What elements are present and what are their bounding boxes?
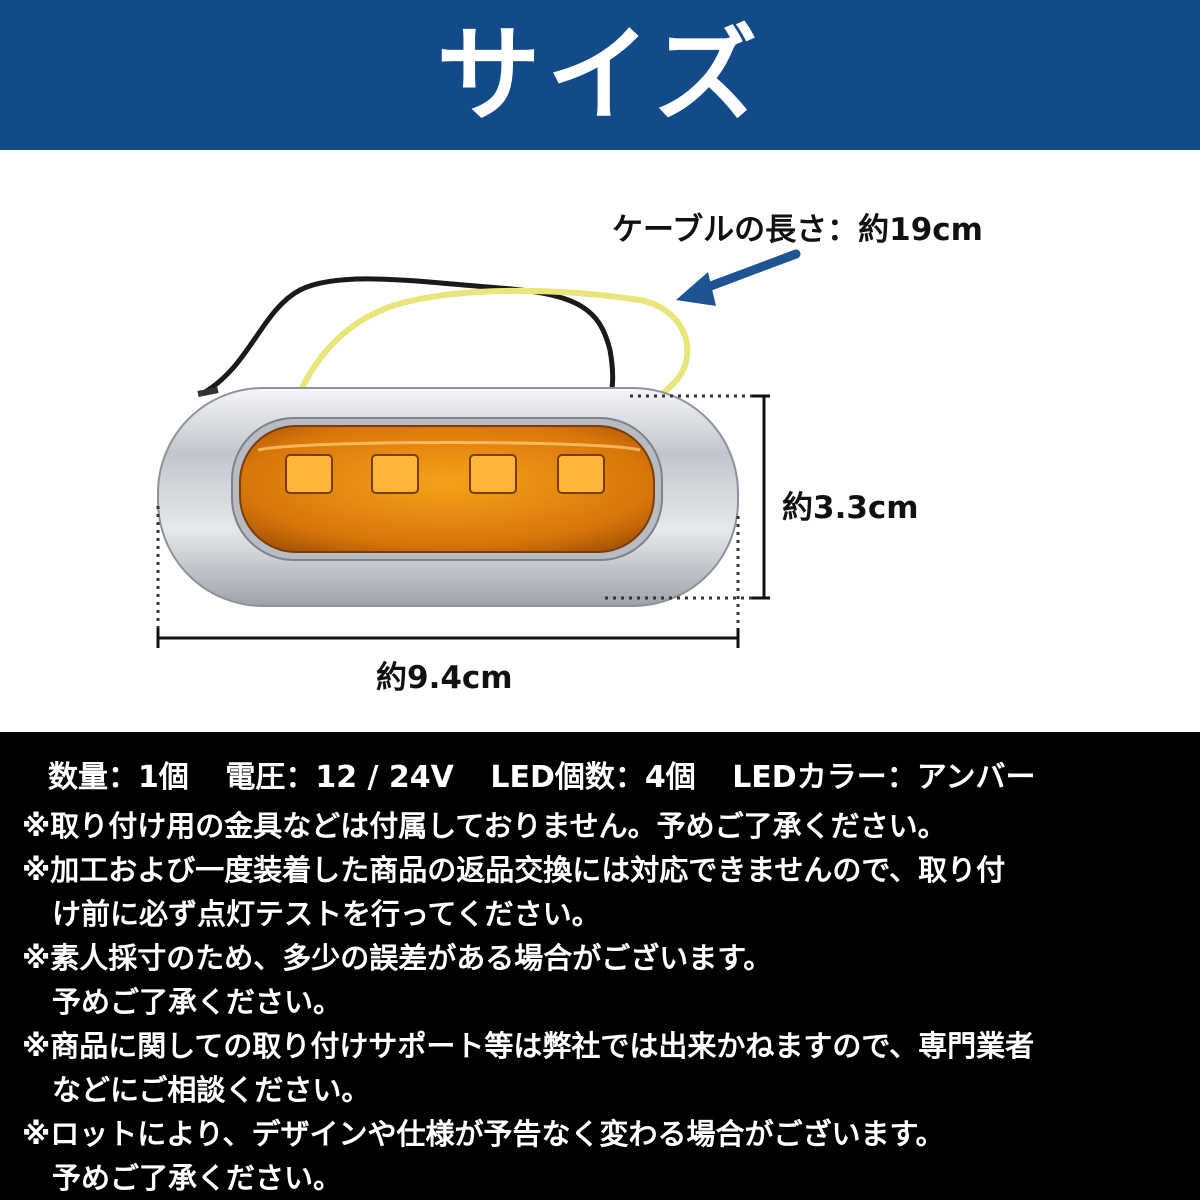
note-list: ※取り付け用の金具などは付属しておりません。予めご了承ください。 ※加工および一…	[22, 804, 1182, 1200]
note-line: ※商品に関しての取り付けサポート等は弊社では出来かねますので、専門業者	[22, 1029, 1035, 1063]
spec-voltage: 電圧：12 / 24V	[225, 760, 454, 795]
note-line: ※取り付け用の金具などは付属しておりません。予めご了承ください。	[22, 809, 947, 843]
note-line: 予めご了承ください。	[52, 1161, 343, 1195]
cable-length-label: ケーブルの長さ：約19cm	[612, 212, 983, 248]
note-item: ※加工および一度装着した商品の返品交換には対応できませんので、取り付 け前に必ず…	[22, 848, 1182, 936]
page-title: サイズ	[436, 14, 764, 136]
spec-led-color: LEDカラー：アンバー	[732, 760, 1036, 795]
led-chips	[285, 454, 605, 494]
width-dimension	[156, 506, 740, 648]
note-line: ※ロットにより、デザインや仕様が予告なく変わる場合がございます。	[22, 1117, 945, 1151]
cable-arrow	[676, 249, 801, 306]
led-marker-lamp-illustration	[156, 249, 801, 648]
note-line: ※加工および一度装着した商品の返品交換には対応できませんので、取り付	[22, 853, 1006, 887]
height-dimension	[605, 394, 770, 600]
width-label: 約9.4cm	[376, 660, 513, 696]
note-item: ※ロットにより、デザインや仕様が予告なく変わる場合がございます。 予めご了承くだ…	[22, 1112, 1182, 1200]
note-line: け前に必ず点灯テストを行ってください。	[52, 897, 601, 931]
yellow-cable	[297, 287, 691, 436]
amber-lens	[239, 425, 655, 553]
height-label: 約3.3cm	[782, 490, 919, 526]
note-item: ※素人採寸のため、多少の誤差がある場合がございます。 予めご了承ください。	[22, 936, 1182, 1024]
note-line: ※素人採寸のため、多少の誤差がある場合がございます。	[22, 941, 773, 975]
notes-panel: 数量：1個 電圧：12 / 24V LED個数：4個 LEDカラー：アンバー ※…	[0, 732, 1200, 1200]
note-item: ※取り付け用の金具などは付属しておりません。予めご了承ください。	[22, 804, 1182, 848]
black-cable	[203, 276, 616, 406]
note-line: 予めご了承ください。	[52, 985, 343, 1019]
header-banner: サイズ	[0, 0, 1200, 150]
note-line: などにご相談ください。	[52, 1073, 371, 1107]
product-size-figure: ケーブルの長さ：約19cm 約3.3cm 約9.4cm	[0, 150, 1200, 732]
spec-quantity: 数量：1個	[48, 760, 189, 795]
spec-row: 数量：1個 電圧：12 / 24V LED個数：4個 LEDカラー：アンバー	[48, 752, 1062, 796]
note-item: ※商品に関しての取り付けサポート等は弊社では出来かねますので、専門業者 などにご…	[22, 1024, 1182, 1112]
spec-led-count: LED個数：4個	[490, 760, 696, 795]
